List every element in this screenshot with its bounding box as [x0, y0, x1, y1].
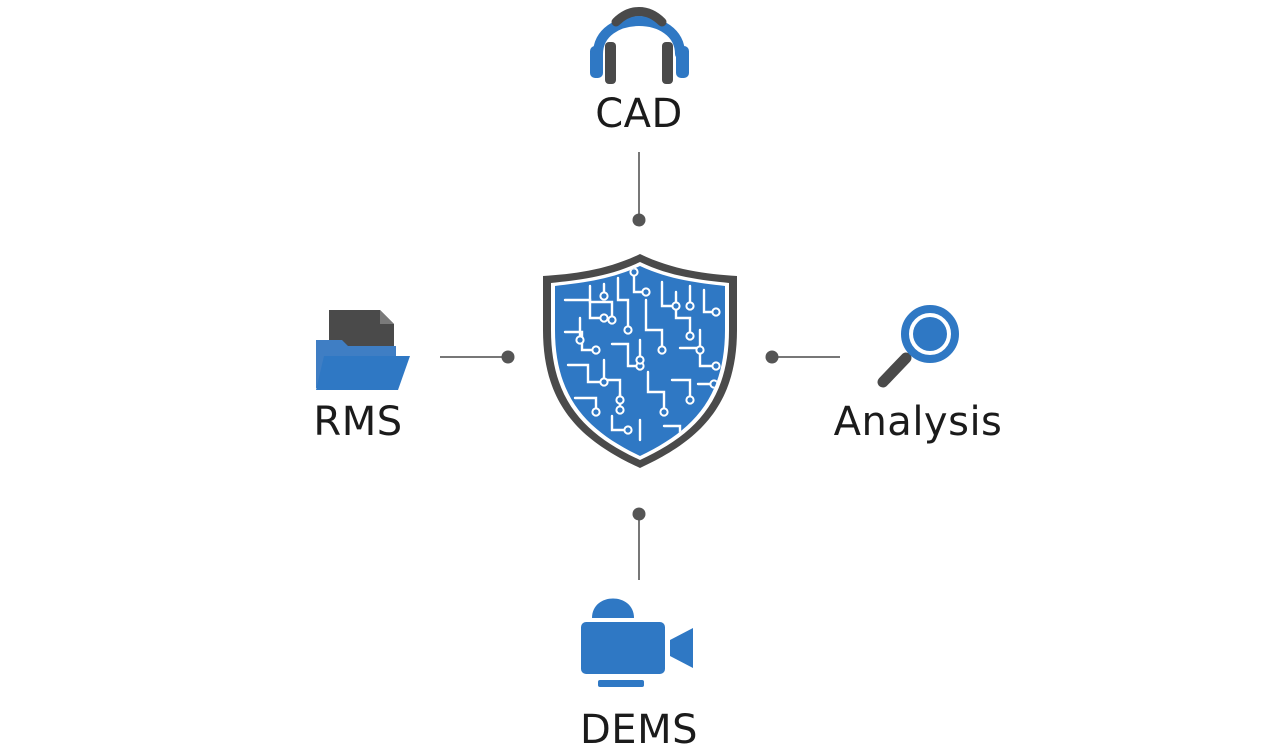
- connector-cad: [632, 152, 646, 227]
- node-label-analysis: Analysis: [833, 399, 1003, 445]
- node-label-dems: DEMS: [580, 707, 698, 753]
- magnifier-icon: [877, 305, 959, 388]
- node-label-cad: CAD: [595, 91, 683, 137]
- circuit-shield-icon: [543, 254, 737, 468]
- node-label-rms: RMS: [313, 399, 403, 445]
- headphones-icon: [590, 7, 689, 84]
- connector-rms: [440, 350, 515, 364]
- hub-diagram: [316, 7, 959, 687]
- folder-document-icon: [316, 310, 410, 390]
- video-camera-icon: [581, 598, 693, 687]
- connector-dems: [632, 507, 646, 580]
- connector-analysis: [765, 350, 840, 364]
